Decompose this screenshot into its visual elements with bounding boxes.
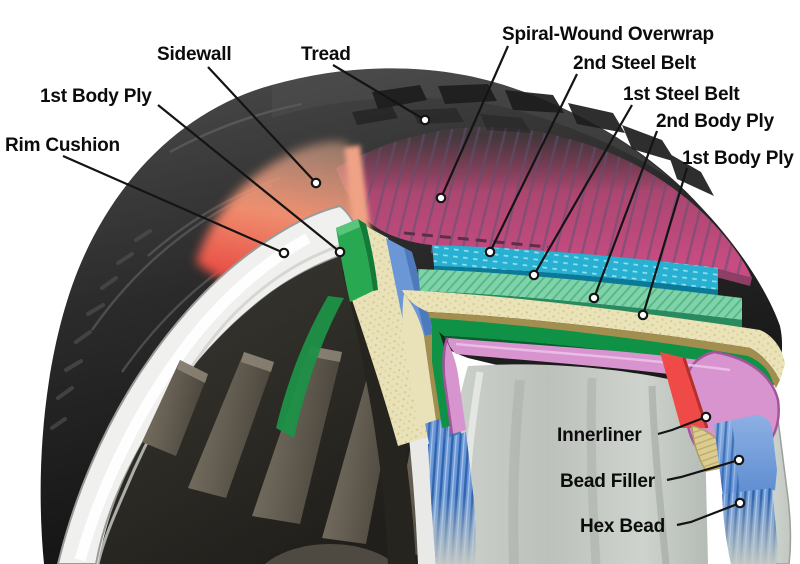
callouts	[62, 45, 741, 527]
innerliner-highlight	[455, 342, 731, 372]
label-second-steel-belt: 2nd Steel Belt	[573, 53, 697, 74]
dot-innerliner	[700, 411, 712, 423]
bead-area-right	[660, 352, 778, 564]
label-spiral-wound-overwrap: Spiral-Wound Overwrap	[502, 24, 714, 45]
label-bead-filler: Bead Filler	[560, 471, 656, 492]
second-body-ply-descender	[402, 294, 436, 426]
leader-first-body-ply-left	[157, 104, 341, 253]
leader-spiral-wound-overwrap	[439, 45, 510, 199]
first-body-ply-left-block	[336, 219, 373, 302]
bead-filler-block-stripes	[714, 420, 740, 497]
spoke	[188, 352, 274, 498]
label-first-body-ply-right: 1st Body Ply	[682, 148, 794, 169]
label-hex-bead: Hex Bead	[580, 516, 665, 537]
wheel	[56, 204, 792, 564]
second-body-ply-texture	[402, 290, 785, 380]
second-steel-belt-texture	[432, 245, 718, 290]
dot-hex-bead	[734, 497, 746, 509]
dot-tread	[419, 114, 431, 126]
leader-first-body-ply-right	[641, 167, 689, 316]
rim-lip-highlight	[74, 233, 311, 562]
dot-second-steel-belt	[484, 246, 496, 258]
wheel-spokes	[142, 346, 438, 556]
leader-innerliner	[657, 415, 707, 436]
rim-edge-dark-arc	[342, 268, 416, 564]
label-innerliner: Innerliner	[557, 425, 642, 446]
tread-crown-sheen	[272, 68, 672, 180]
leader-second-steel-belt	[489, 73, 578, 253]
dot-sidewall	[310, 177, 322, 189]
innerliner-band-edge	[442, 337, 454, 435]
callout-dots	[278, 114, 746, 509]
label-tread: Tread	[301, 44, 351, 65]
dot-bead-filler	[733, 454, 745, 466]
first-body-ply-left-block-shade	[358, 219, 378, 291]
dot-first-steel-belt	[528, 269, 540, 281]
hex-bead-right-fade	[722, 488, 778, 564]
wheel-hub	[265, 544, 395, 564]
first-body-ply-left-arc	[276, 296, 344, 438]
leader-sidewall	[207, 66, 317, 184]
label-texts: Sidewall Tread Spiral-Wound Overwrap 2nd…	[5, 24, 794, 537]
hex-bead-left-fade	[428, 432, 476, 564]
sidewall-embossed-marks	[50, 229, 152, 430]
overwrap-step-dashes	[403, 231, 549, 249]
dot-rim-cushion	[278, 247, 290, 259]
label-second-body-ply: 2nd Body Ply	[656, 111, 775, 132]
leader-bead-filler	[666, 458, 740, 482]
wheel-barrel	[440, 364, 708, 564]
label-first-steel-belt: 1st Steel Belt	[623, 84, 740, 105]
label-sidewall: Sidewall	[157, 44, 231, 65]
label-first-body-ply-left: 1st Body Ply	[40, 86, 152, 107]
first-steel-belt-texture	[418, 269, 742, 320]
dot-spiral-wound-overwrap	[435, 192, 447, 204]
dot-second-body-ply	[588, 292, 600, 304]
first-body-ply-band	[430, 318, 773, 396]
label-rim-cushion: Rim Cushion	[5, 135, 120, 156]
spoke	[252, 346, 342, 524]
leader-rim-cushion	[62, 154, 285, 255]
leader-tread	[332, 64, 426, 121]
leader-second-body-ply	[592, 130, 659, 299]
innerliner-red-strip	[660, 352, 707, 428]
spoke	[142, 360, 208, 456]
dot-first-body-ply-right	[637, 309, 649, 321]
first-body-ply-left-block-highlight	[336, 219, 360, 236]
leader-first-steel-belt	[533, 104, 633, 276]
dot-first-body-ply-left	[334, 246, 346, 258]
leader-hex-bead	[676, 501, 741, 527]
